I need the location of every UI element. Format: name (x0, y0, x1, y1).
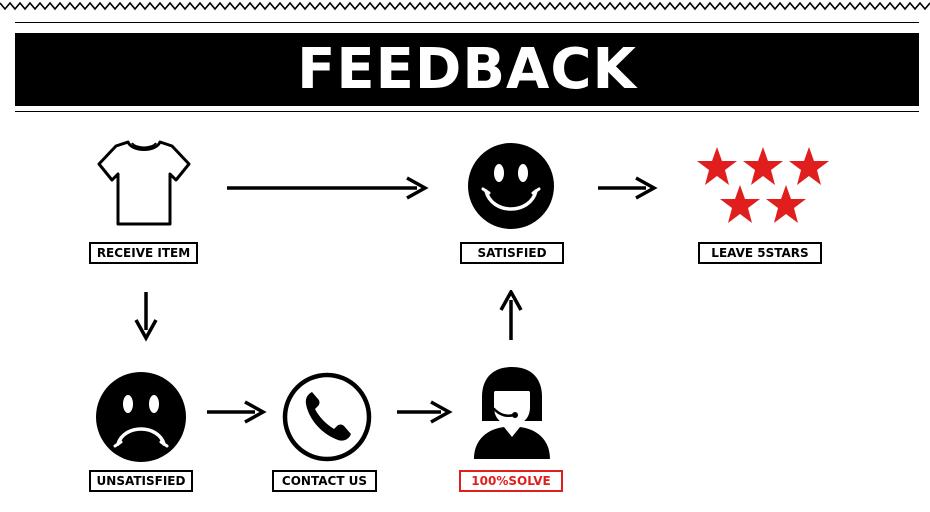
arrow-up (499, 290, 523, 340)
phone-icon (282, 372, 372, 462)
label-receive-item: RECEIVE ITEM (89, 242, 198, 264)
arrow-right-long (227, 176, 429, 200)
star-icon (697, 147, 737, 185)
arrow-down (134, 292, 158, 342)
top-zigzag-border (0, 1, 930, 11)
page-title: FEEDBACK (297, 37, 637, 102)
header-rule-bottom (15, 111, 919, 112)
five-stars-icon (697, 147, 829, 223)
arrow-right-bottom-1 (207, 400, 267, 424)
sad-face-icon (96, 372, 186, 462)
label-leave-5stars: LEAVE 5STARS (698, 242, 822, 264)
label-contact-us: CONTACT US (272, 470, 377, 492)
arrow-right-bottom-2 (397, 400, 453, 424)
star-icon (720, 185, 760, 223)
star-icon (766, 185, 806, 223)
smiley-face-icon (468, 143, 554, 229)
label-unsatisfied: UNSATISFIED (89, 470, 193, 492)
tshirt-icon (97, 140, 191, 226)
star-icon (789, 147, 829, 185)
arrow-right-short (598, 176, 658, 200)
label-satisfied: SATISFIED (460, 242, 564, 264)
star-icon (743, 147, 783, 185)
label-100-solve: 100%SOLVE (459, 470, 563, 492)
support-agent-icon (474, 367, 550, 459)
title-banner: FEEDBACK (15, 33, 919, 106)
header-rule-top (15, 22, 919, 23)
